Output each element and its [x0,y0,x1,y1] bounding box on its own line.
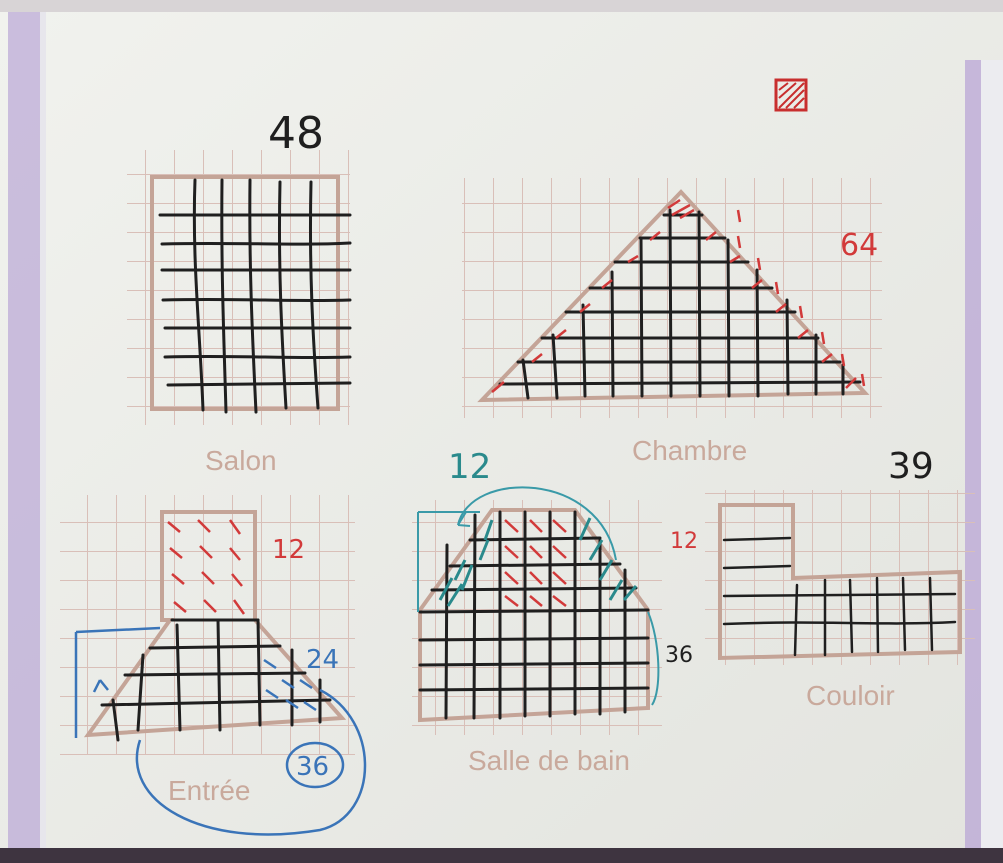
salle-de-bain-label: Salle de bain [468,745,630,776]
top-edge [0,0,1003,12]
chambre-outline [477,189,870,403]
chambre-label: Chambre [632,435,747,466]
chambre-diagram: 64 Chambre [462,178,882,466]
chambre-total: 64 [840,228,878,263]
couloir-label: Couloir [806,680,895,711]
couloir-diagram: 39 12 Couloir [670,446,975,711]
salon-outline [150,175,340,411]
salon-diagram: 48 Salon [127,108,352,476]
couloir-total: 39 [888,446,934,487]
couloir-upper-total: 12 [670,529,698,554]
red-hatched-square-icon [774,78,808,112]
left-frame [8,0,44,863]
salon-label: Salon [205,445,277,476]
entree-total: 36 [296,752,329,782]
salon-total: 48 [268,108,324,159]
salle-de-bain-outline [418,508,650,723]
entree-lower-total: 24 [306,645,339,675]
right-frame [965,60,981,860]
salle-de-bain-top-total: 12 [448,447,491,487]
salle-de-bain-diagram: 12 36 Salle de bain [412,447,693,776]
entree-outline [83,510,347,738]
salle-de-bain-bottom-total: 36 [665,643,693,668]
entree-upper-total: 12 [272,535,305,565]
entree-diagram: 12 24 36 Entrée [60,495,367,836]
couloir-outline [718,503,962,661]
entree-label: Entrée [168,775,251,806]
